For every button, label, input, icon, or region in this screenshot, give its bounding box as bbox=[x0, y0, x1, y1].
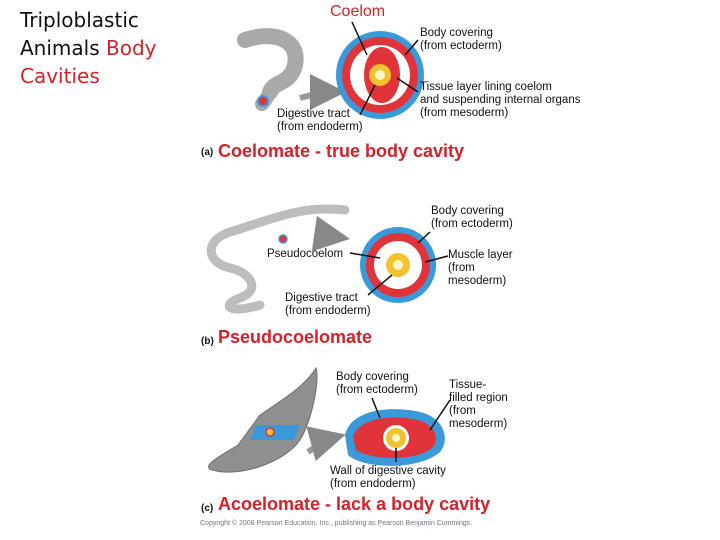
label-c-tissue-region: Tissue- filled region (from mesoderm) bbox=[449, 379, 508, 431]
title-line-1: Triploblastic bbox=[20, 8, 139, 32]
label-c-digestive-wall: Wall of digestive cavity (from endoderm) bbox=[330, 465, 446, 491]
label-a-digestive-line1: Digestive tract bbox=[277, 108, 350, 120]
title-line-2: Animals Body bbox=[20, 34, 200, 62]
roundworm-illustration bbox=[225, 204, 350, 237]
title-line-2b: Body bbox=[106, 36, 157, 60]
panel-c-heading: Acoelomate - lack a body cavity bbox=[218, 494, 491, 514]
label-c-body-covering-line1: Body covering bbox=[336, 371, 409, 383]
flatworm-cross-section-marker bbox=[265, 427, 275, 437]
label-a-body-covering: Body covering (from ectoderm) bbox=[420, 27, 502, 53]
label-b-body-covering-line1: Body covering bbox=[431, 205, 504, 217]
label-b-digestive-line1: Digestive tract bbox=[285, 292, 358, 304]
label-b-muscle-line3: mesoderm) bbox=[448, 275, 507, 287]
label-a-body-covering-line2: (from ectoderm) bbox=[420, 40, 502, 52]
label-b-digestive-line2: (from endoderm) bbox=[285, 305, 371, 317]
label-a-tissue-line3: (from mesoderm) bbox=[420, 107, 509, 119]
worm-cross-section-marker bbox=[257, 95, 269, 107]
title-line-3: Cavities bbox=[20, 64, 100, 88]
label-a-digestive-line2: (from endoderm) bbox=[277, 121, 363, 133]
panel-b-tag: (b) bbox=[201, 336, 214, 347]
label-a-tissue-line1: Tissue layer lining coelom bbox=[420, 81, 552, 93]
label-c-tissue-line3: (from bbox=[449, 405, 476, 417]
label-b-muscle-line2: (from bbox=[448, 262, 475, 274]
page-title: Triploblastic Animals Body Cavities bbox=[20, 6, 200, 90]
label-a-body-covering-line1: Body covering bbox=[420, 27, 493, 39]
label-c-tissue-line2: filled region bbox=[449, 392, 508, 404]
panel-a-tag: (a) bbox=[201, 147, 214, 158]
acoelomate-cross-section bbox=[345, 409, 445, 466]
label-c-body-covering: Body covering (from ectoderm) bbox=[336, 371, 418, 397]
panel-c-tag: (c) bbox=[201, 503, 214, 514]
copyright-notice: Copyright © 2008 Pearson Education, Inc.… bbox=[200, 520, 473, 527]
label-pseudocoelom: Pseudocoelom bbox=[267, 248, 344, 260]
arrow-c bbox=[306, 426, 346, 462]
flatworm-illustration bbox=[208, 366, 318, 473]
roundworm-cross-section-marker bbox=[278, 234, 288, 244]
label-b-digestive-tract: Digestive tract (from endoderm) bbox=[285, 292, 371, 318]
panel-b-heading: Pseudocoelomate bbox=[218, 327, 373, 347]
label-c-tissue-line4: mesoderm) bbox=[449, 418, 508, 430]
label-b-body-covering: Body covering (from ectoderm) bbox=[431, 205, 513, 231]
label-c-body-covering-line2: (from ectoderm) bbox=[336, 384, 418, 396]
label-a-tissue-layer: Tissue layer lining coelom and suspendin… bbox=[420, 81, 580, 120]
label-b-muscle-line1: Muscle layer bbox=[448, 249, 513, 261]
label-a-digestive-tract: Digestive tract (from endoderm) bbox=[277, 108, 363, 134]
label-a-tissue-line2: and suspending internal organs bbox=[420, 94, 581, 106]
arrow-a bbox=[299, 74, 346, 111]
pseudocoelomate-cross-section bbox=[360, 227, 436, 303]
panel-a-heading: Coelomate - true body cavity bbox=[218, 141, 465, 161]
label-b-body-covering-line2: (from ectoderm) bbox=[431, 218, 513, 230]
label-c-wall-line2: (from endoderm) bbox=[330, 478, 416, 490]
earthworm-illustration bbox=[237, 28, 304, 100]
title-line-2a: Animals bbox=[20, 36, 106, 60]
coelomate-cross-section bbox=[336, 31, 424, 119]
label-c-wall-line1: Wall of digestive cavity bbox=[330, 465, 446, 477]
arrow-b bbox=[311, 215, 350, 252]
label-c-tissue-line1: Tissue- bbox=[449, 379, 487, 391]
label-coelom: Coelom bbox=[330, 3, 386, 20]
flatworm-cut-face bbox=[250, 425, 300, 440]
roundworm-body bbox=[206, 227, 265, 314]
label-b-muscle-layer: Muscle layer (from mesoderm) bbox=[448, 249, 513, 288]
